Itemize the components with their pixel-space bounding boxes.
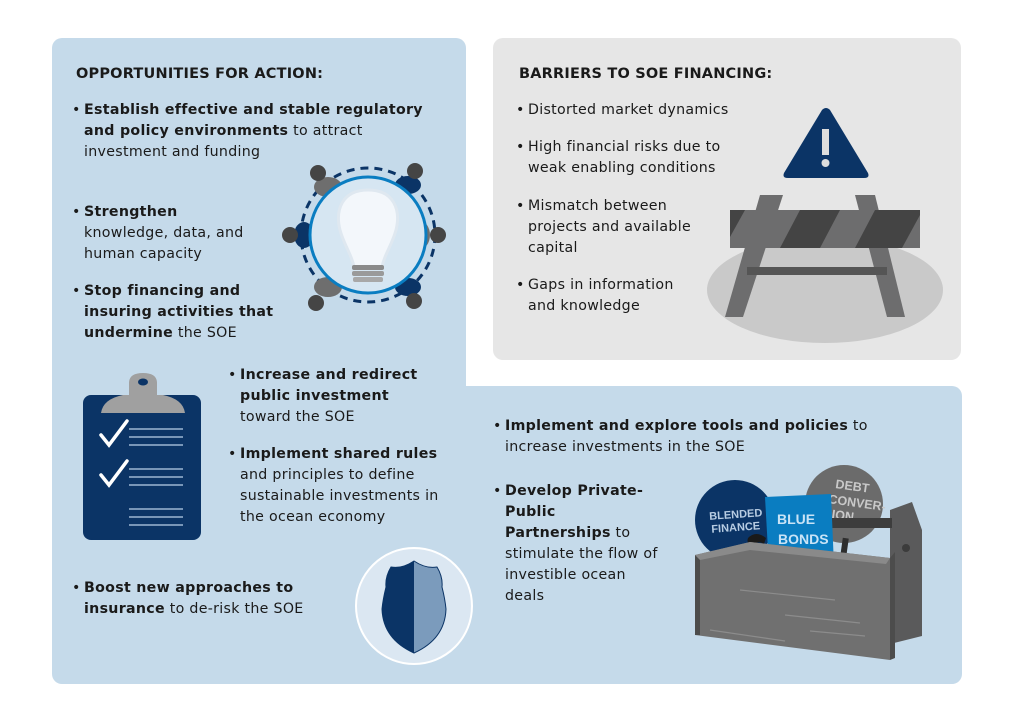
item-bold: Establish effective and stable regulator… — [84, 102, 423, 139]
shield-icon — [355, 547, 473, 665]
barrier-text: Mismatch between projects and available … — [528, 198, 691, 256]
bullet: • — [516, 102, 525, 118]
opportunity-item: • Implement shared rules and principles … — [228, 444, 455, 528]
barrier-item: •High financial risks due to weak enabli… — [516, 137, 758, 179]
opportunity-item: • Boost new approaches to insurance to d… — [72, 578, 334, 620]
barrier-item: •Mismatch between projects and available… — [516, 196, 723, 259]
item-bold: Boost new approaches to insurance — [84, 580, 294, 617]
blended-label: FINANCE — [711, 520, 761, 535]
barriers-title: BARRIERS TO SOE FINANCING: — [519, 66, 773, 82]
opportunity-item: • Strengthen knowledge, data, and human … — [72, 202, 264, 265]
opportunities-title: OPPORTUNITIES FOR ACTION: — [76, 66, 324, 82]
item-bold: Increase and redirect public investment — [240, 367, 418, 404]
barrier-item: •Gaps in information and knowledge — [516, 275, 703, 317]
bullet: • — [516, 277, 525, 293]
barrier-text: High financial risks due to weak enablin… — [528, 139, 721, 176]
opportunity-item: • Increase and redirect public investmen… — [228, 365, 440, 428]
item-bold: Implement shared rules — [240, 446, 438, 462]
finance-toolbox-icon: DEBT CONVER- SION BLENDED FINANCE BLUE B… — [695, 465, 922, 660]
item-text: to increase investments in the SOE — [505, 418, 868, 455]
blended-label: BLENDED — [709, 507, 763, 523]
bullet: • — [516, 198, 525, 214]
debt-label: DEBT — [835, 477, 871, 496]
item-bold: Stop financing and insuring activities t… — [84, 283, 274, 341]
item-bold: Develop Private-Public Partnerships — [505, 483, 644, 541]
barrier-item: •Distorted market dynamics — [516, 100, 768, 121]
bullet: • — [72, 102, 81, 118]
opportunity-item: •Establish effective and stable regulato… — [72, 100, 429, 163]
barrier-text: Distorted market dynamics — [528, 102, 729, 118]
bullet: • — [228, 367, 237, 383]
barricade-icon — [707, 195, 943, 343]
bullet: • — [72, 580, 81, 596]
bullet: • — [72, 283, 81, 299]
bullet: • — [72, 204, 81, 220]
opportunity-item: • Stop financing and insuring activities… — [72, 281, 294, 344]
item-text: to de-risk the SOE — [164, 601, 304, 617]
panel-notch — [466, 360, 496, 386]
item-text: to attract investment and funding — [84, 123, 363, 160]
bullet: • — [493, 483, 502, 499]
opportunity-item: • Develop Private-Public Partnerships to… — [493, 481, 665, 607]
item-text: the SOE — [173, 325, 237, 341]
blue-bonds-label: BLUE — [777, 511, 815, 527]
barrier-text: Gaps in information and knowledge — [528, 277, 674, 314]
item-bold: Strengthen — [84, 204, 178, 220]
warning-triangle-icon — [783, 108, 869, 178]
blue-bonds-label: BONDS — [778, 531, 829, 547]
bullet: • — [516, 139, 525, 155]
item-bold: Implement and explore tools and policies — [505, 418, 849, 434]
item-text: to stimulate the flow of investible ocea… — [505, 525, 658, 604]
opportunity-item: • Implement and explore tools and polici… — [493, 416, 905, 458]
item-text: knowledge, data, and human capacity — [84, 225, 244, 262]
item-text: and principles to define sustainable inv… — [240, 467, 439, 525]
bullet: • — [228, 446, 237, 462]
clipboard-checklist-icon — [83, 373, 201, 540]
collaboration-lightbulb-icon — [282, 163, 446, 311]
item-text: toward the SOE — [240, 409, 355, 425]
bullet: • — [493, 418, 502, 434]
